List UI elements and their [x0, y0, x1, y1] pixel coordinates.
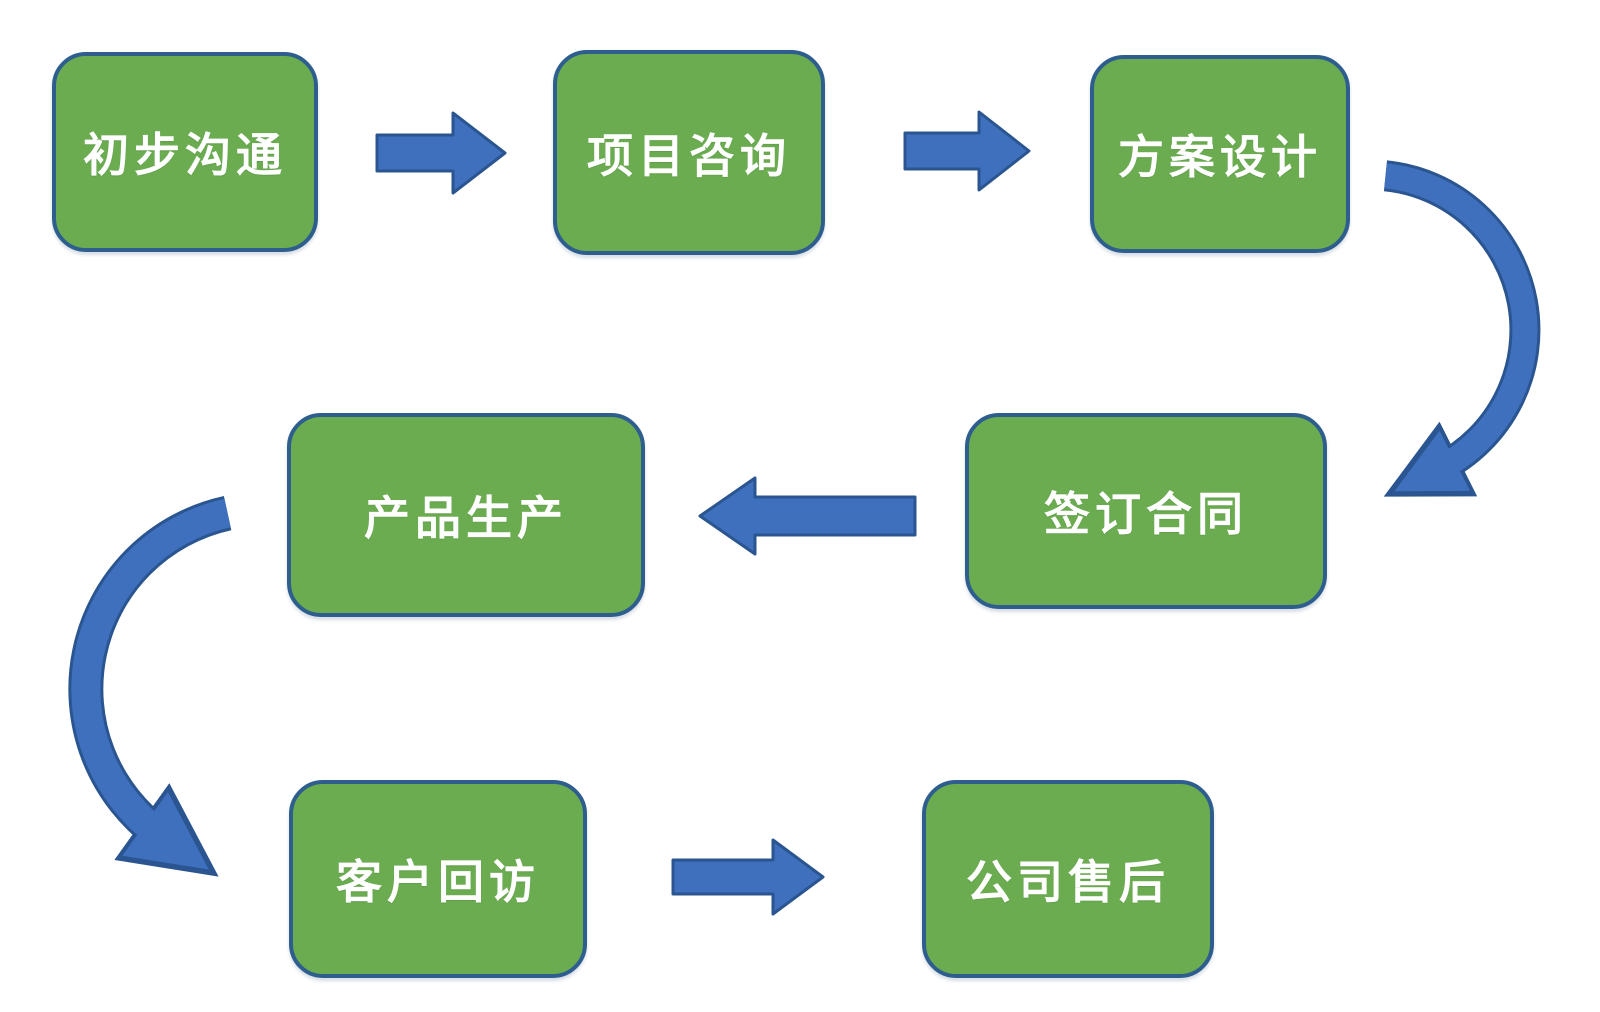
node-product-production: 产品生产 — [287, 413, 645, 617]
node-label: 项目咨询 — [587, 128, 791, 183]
right-arrow-icon — [671, 838, 825, 916]
node-after-sales: 公司售后 — [922, 780, 1214, 978]
node-initial-communication: 初步沟通 — [52, 52, 318, 252]
curved-arrow-design-to-contract-icon — [1383, 160, 1541, 497]
curved-arrow-production-to-followup-icon — [68, 496, 232, 877]
node-scheme-design: 方案设计 — [1090, 55, 1350, 253]
arrow-followup-to-aftersales-icon — [671, 838, 825, 916]
node-label: 签订合同 — [1044, 487, 1248, 541]
node-customer-followup: 客户回访 — [289, 780, 587, 978]
left-arrow-icon — [698, 476, 917, 556]
arrow-contract-to-production-icon — [698, 476, 917, 556]
arrow-consultation-to-design-icon — [903, 110, 1031, 192]
curved-arrow-body — [1384, 163, 1538, 492]
node-label: 方案设计 — [1118, 130, 1322, 184]
node-label: 客户回访 — [336, 855, 540, 909]
arrow-initial-to-consultation-icon — [375, 111, 507, 195]
right-arrow-icon — [903, 110, 1031, 192]
node-label: 初步沟通 — [83, 128, 287, 182]
right-arrow-icon — [375, 111, 507, 195]
curved-arrow-body — [71, 498, 231, 870]
node-label: 产品生产 — [364, 491, 568, 545]
node-label: 公司售后 — [966, 855, 1170, 909]
node-project-consultation: 项目咨询 — [553, 50, 825, 255]
node-sign-contract: 签订合同 — [965, 413, 1327, 609]
